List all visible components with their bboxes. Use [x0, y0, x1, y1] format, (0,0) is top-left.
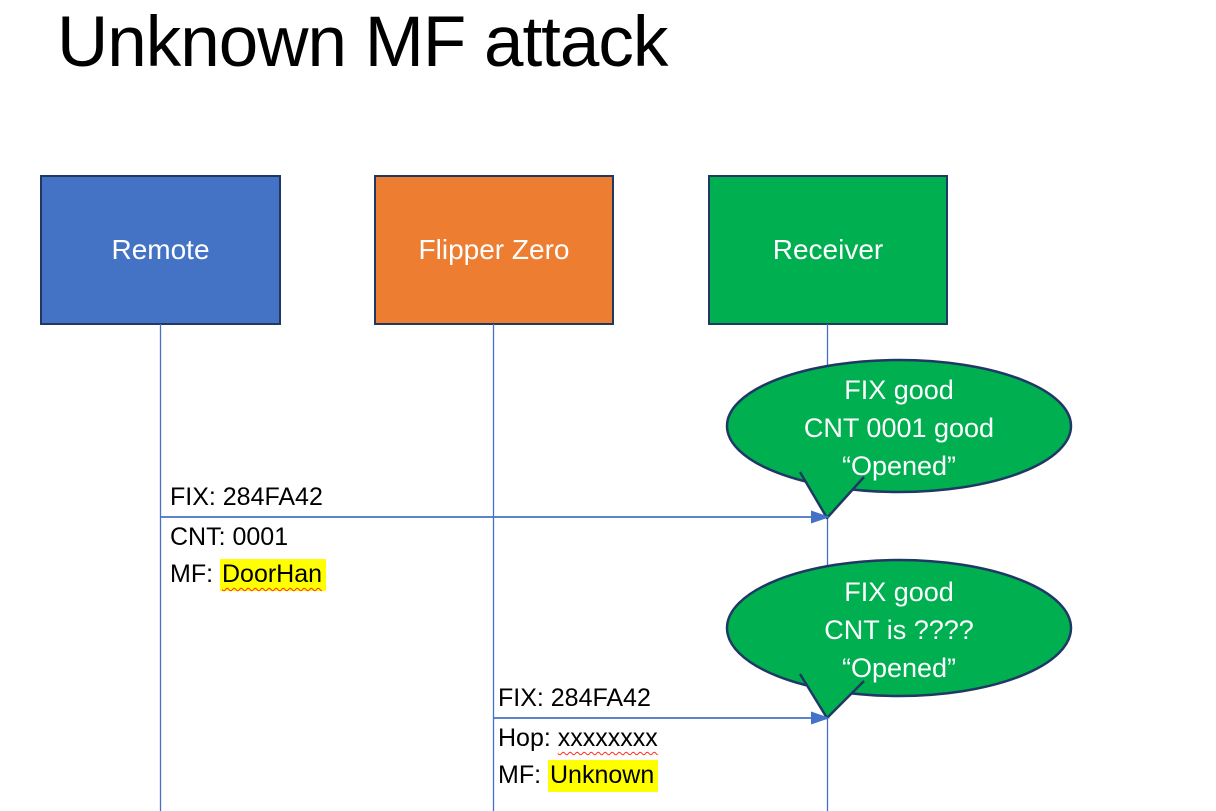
message-2-hop-line: Hop: xxxxxxxx: [498, 720, 658, 757]
callout-2-line-1: FIX good: [844, 577, 954, 607]
callout-shape-1: [725, 358, 1073, 520]
message-1-mf-line: MF: DoorHan: [170, 556, 327, 593]
actor-label-flipper-zero: Flipper Zero: [418, 234, 570, 265]
callout-2-text: FIX good CNT is ???? “Opened”: [727, 573, 1071, 687]
message-2-hop-value-misspelled: xxxxxxxx: [557, 724, 658, 752]
message-2-above-label: FIX: 284FA42: [498, 680, 651, 717]
message-1-mf-prefix: MF:: [170, 560, 220, 588]
callout-1-text: FIX good CNT 0001 good “Opened”: [727, 371, 1071, 485]
slide-title: Unknown MF attack: [57, 3, 668, 82]
message-1-above-label: FIX: 284FA42: [170, 479, 323, 516]
actor-box-flipper-zero: Flipper Zero: [374, 175, 614, 325]
message-1-cnt-text: CNT: 0001: [170, 523, 289, 551]
callout-2-line-3: “Opened”: [841, 653, 957, 683]
message-arrow-1: [161, 510, 830, 524]
message-arrow-1-head: [811, 510, 830, 524]
message-arrow-2-head: [811, 711, 830, 725]
message-2-hop-prefix: Hop:: [498, 724, 558, 752]
callout-2-line-2: CNT is ????: [824, 615, 974, 645]
callout-1-ellipse: [725, 358, 1073, 494]
message-2-mf-line: MF: Unknown: [498, 757, 659, 794]
message-1-mf-value-highlighted: DoorHan: [220, 559, 327, 591]
actor-box-remote: Remote: [40, 175, 281, 325]
actor-label-remote: Remote: [111, 234, 210, 265]
actor-box-receiver: Receiver: [708, 175, 948, 325]
message-2-below-label: Hop: xxxxxxxx MF: Unknown: [498, 720, 659, 794]
message-2-mf-prefix: MF:: [498, 761, 548, 789]
actor-label-receiver: Receiver: [772, 234, 884, 265]
message-1-fix-text: FIX: 284FA42: [170, 483, 323, 511]
message-arrow-2: [494, 711, 830, 725]
callout-1-line-1: FIX good: [844, 375, 954, 405]
callout-2-ellipse: [725, 558, 1073, 698]
message-2-mf-value-highlighted: Unknown: [548, 760, 659, 792]
callout-shape-2: [725, 558, 1073, 720]
message-2-fix-text: FIX: 284FA42: [498, 684, 651, 712]
callout-1-line-2: CNT 0001 good: [803, 413, 995, 443]
message-1-below-label: CNT: 0001 MF: DoorHan: [170, 519, 327, 593]
callout-1-line-3: “Opened”: [841, 451, 957, 481]
